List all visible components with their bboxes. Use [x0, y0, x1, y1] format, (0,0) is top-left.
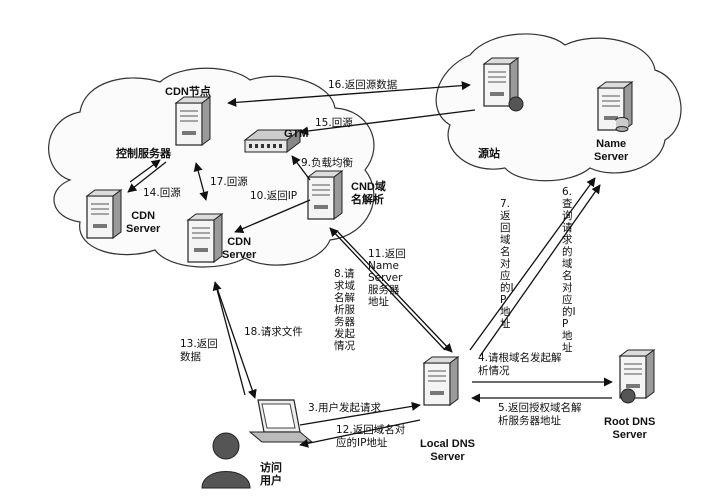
edge-12 — [299, 419, 421, 448]
gtm-switch-icon — [243, 128, 302, 154]
cdn-cloud — [48, 67, 375, 268]
edge-4-label: 4.请根域名发起解 析情况 — [478, 352, 562, 377]
cdn-server-2-icon — [187, 213, 223, 263]
edge-11 — [329, 227, 446, 351]
edge-17-label: 17.回源 — [210, 176, 248, 188]
control-server-icon — [175, 96, 211, 146]
edge-arrows — [127, 81, 613, 448]
edge-7-label: 7.返回域名对应的IP地址 — [500, 198, 514, 330]
edge-18 — [212, 281, 246, 396]
cdn-server-1-icon — [86, 189, 122, 239]
edge-6-label: 6.查询请求的域名对应的IP地址 — [562, 186, 576, 354]
cdn-server-1-label: CDN Server — [126, 210, 161, 235]
user-label: 访问 用户 — [260, 462, 282, 487]
edge-9 — [291, 155, 311, 181]
edge-14b — [129, 159, 161, 183]
root-globe-icon — [620, 388, 636, 404]
cnd-dns-label: CND域 名解析 — [351, 181, 386, 206]
local-dns-server-icon — [423, 356, 459, 406]
edge-15 — [299, 109, 476, 136]
database-icon — [615, 117, 629, 132]
origin-cloud — [435, 33, 682, 182]
edge-13-label: 13.返回 数据 — [180, 338, 218, 363]
edge-9-label: 9.负载均衡 — [301, 157, 354, 169]
edge-16 — [227, 81, 471, 107]
gtm-label: GTM — [284, 128, 309, 140]
cnd-dns-server-icon — [307, 170, 343, 220]
edge-3-label: 3.用户发起请求 — [308, 402, 382, 414]
edge-8-label: 8.请 求域 名解 析服 务器 发起 情况 — [334, 268, 355, 352]
cdn-server-2-label: CDN Server — [222, 236, 257, 261]
root-dns-label: Root DNS Server — [604, 416, 656, 441]
edge-14-label: 14.回源 — [143, 187, 181, 199]
origin-label: 源站 — [478, 148, 500, 160]
edge-15-label: 15.回源 — [315, 117, 353, 129]
edge-11-label: 11.返回 Name Server 服务器 地址 — [368, 248, 406, 308]
local-dns-label: Local DNS Server — [420, 438, 476, 463]
user-icon — [201, 432, 251, 489]
edge-7 — [469, 177, 596, 351]
edge-8 — [337, 231, 453, 353]
cdn-node-label: CDN节点 — [165, 86, 211, 98]
edge-10-label: 10.返回IP — [250, 190, 298, 202]
edge-16-label: 16.返回源数据 — [328, 79, 398, 91]
edge-18-label: 18.请求文件 — [244, 326, 303, 338]
edge-17 — [193, 162, 209, 201]
edge-10 — [234, 199, 311, 233]
edge-3 — [299, 401, 421, 426]
name-server-label: Name Server — [594, 138, 629, 163]
edge-13 — [215, 284, 257, 399]
edge-6 — [479, 184, 601, 357]
origin-globe-icon — [508, 96, 524, 112]
edge-5-label: 5.返回授权域名解 析服务器地址 — [498, 402, 582, 427]
control-server-label: 控制服务器 — [116, 148, 171, 160]
laptop-icon — [248, 399, 314, 443]
edge-12-label: 12.返回域名对 应的IP地址 — [336, 424, 406, 449]
